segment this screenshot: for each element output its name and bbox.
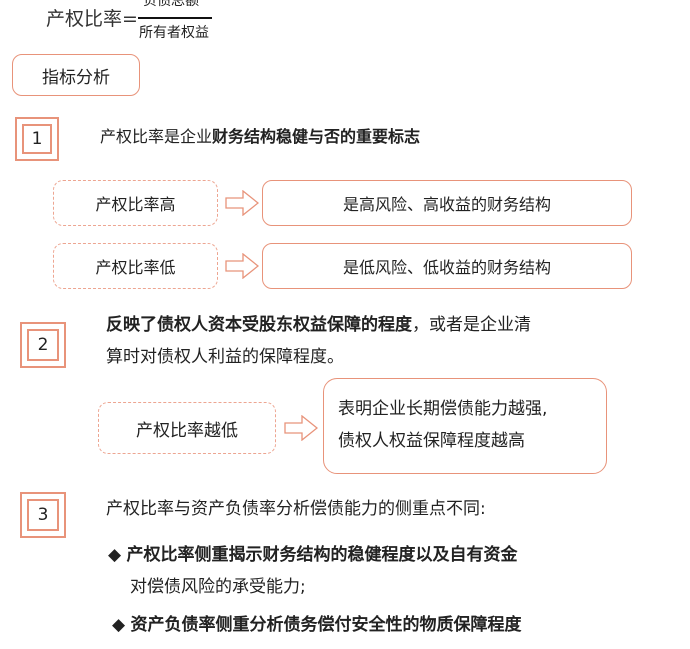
item-1-row-2-left: 产权比率低 [53,243,218,289]
bullet-2: ◆ 资产负债率侧重分析债务偿付安全性的物质保障程度 [112,615,522,635]
item-1-row-2-right: 是低风险、低收益的财务结构 [262,243,632,289]
arrow-right-icon [225,190,259,216]
fraction-bar [138,17,212,19]
number-badge-1: 1 [15,117,59,161]
arrow-right-icon [225,253,259,279]
number-badge-3: 3 [20,492,66,538]
item-2-text: 反映了债权人资本受股东权益保障的程度，或者是企业清算时对债权人利益的保障程度。 [106,315,531,367]
item-1-row-1-right: 是高风险、高收益的财务结构 [262,180,632,226]
arrow-right-icon [284,415,318,441]
item-1-text: 产权比率是企业财务结构稳健与否的重要标志 [100,127,421,146]
section-label: 指标分析 [12,54,140,96]
item-1-row-1-left: 产权比率高 [53,180,218,226]
formula-numerator: 负债总额 [143,0,199,9]
bullet-1: ◆ 产权比率侧重揭示财务结构的稳健程度以及自有资金对偿债风险的承受能力; [108,545,518,597]
item-3-text: 产权比率与资产负债率分析偿债能力的侧重点不同: [106,499,486,519]
item-2-left: 产权比率越低 [98,402,276,454]
formula-denominator: 所有者权益 [139,25,209,41]
number-badge-2: 2 [20,322,66,368]
formula-lhs: 产权比率= [46,8,138,30]
item-2-right: 表明企业长期偿债能力越强,债权人权益保障程度越高 [323,378,607,474]
